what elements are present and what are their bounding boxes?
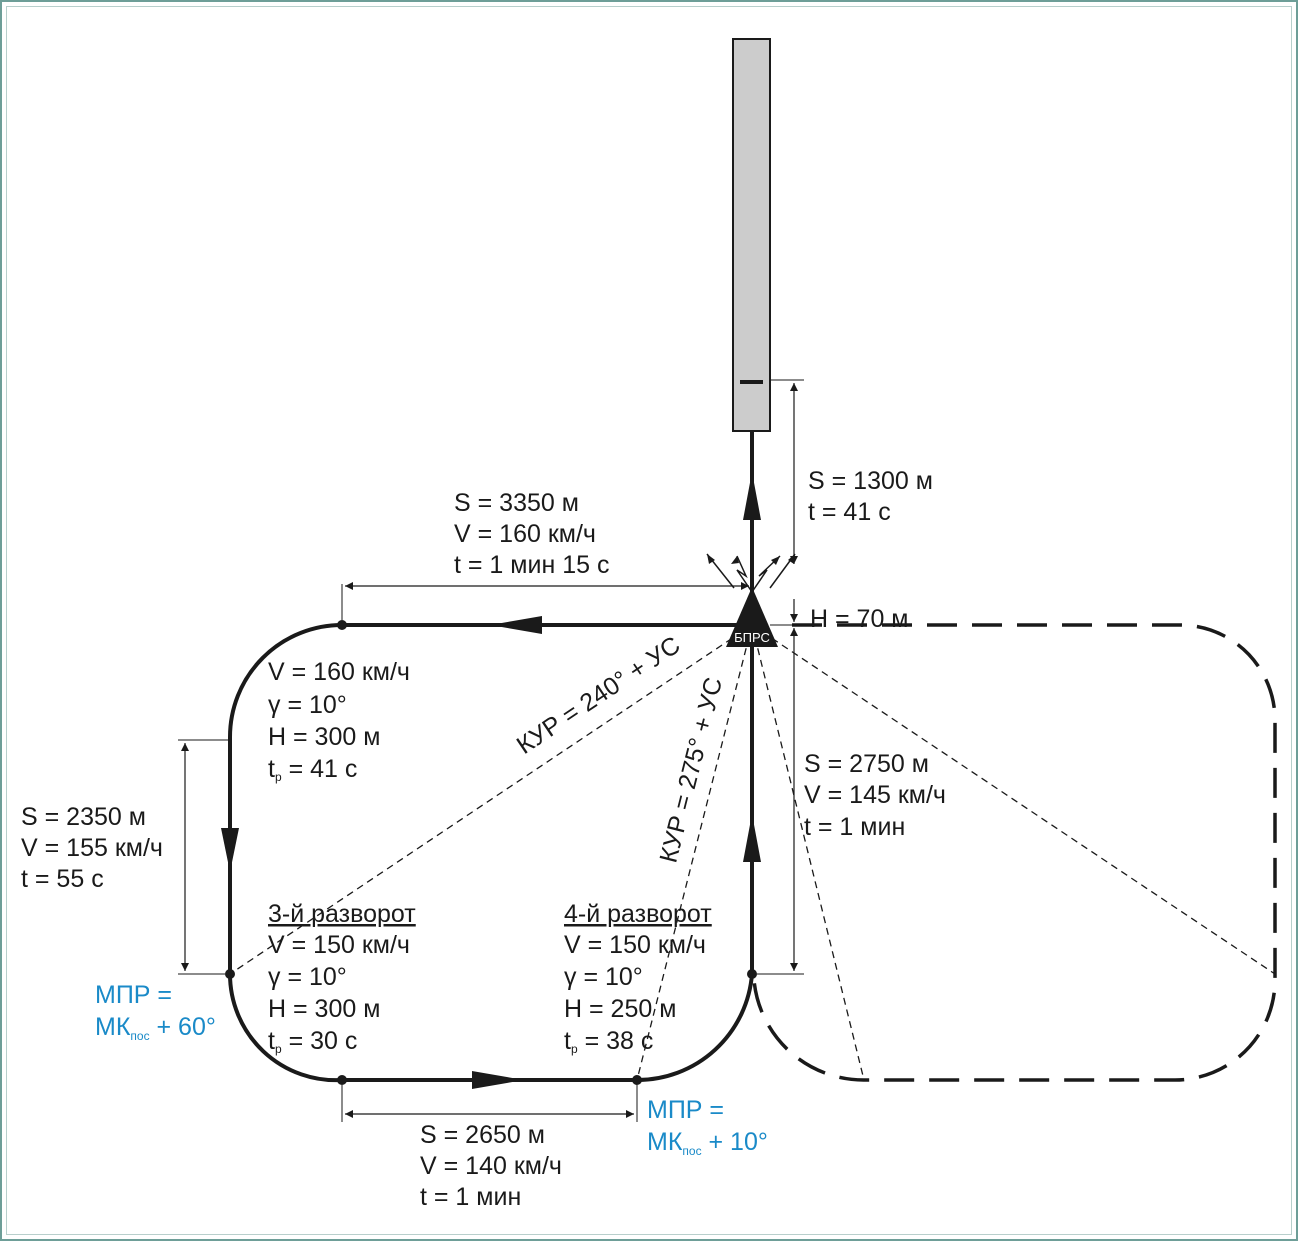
bearing-line-turn3 [229, 624, 753, 975]
bearing-line-right-upper [751, 624, 1276, 975]
turn2-bank-label: γ = 10° [268, 691, 347, 719]
final-distance-label: S = 2750 м [804, 750, 929, 778]
base-speed-label: V = 140 км/ч [420, 1152, 562, 1180]
turn-point-2-end [337, 620, 347, 630]
turn4-time-label: tр = 38 с [564, 1027, 653, 1056]
base-time-label: t = 1 мин [420, 1183, 521, 1211]
left-leg-direction-arrow [221, 828, 239, 872]
turn3-height-label: H = 300 м [268, 995, 380, 1023]
turn2-time-label: tр = 41 с [268, 755, 357, 784]
turn3-title: 3-й разворот [268, 900, 416, 928]
turn2-speed-label: V = 160 км/ч [268, 658, 410, 686]
bearing-line-right-lower [751, 624, 865, 1081]
bprs-triangle [726, 587, 778, 647]
turn3-bank-label: γ = 10° [268, 963, 347, 991]
left-pattern-track [227, 623, 754, 1083]
downwind-time-label: t = 1 мин 15 с [454, 551, 609, 579]
runway-distance-label: S = 1300 м [808, 467, 933, 495]
takeoff-direction-arrow [743, 472, 761, 520]
kur-275-label: КУР = 275° + УС [654, 674, 728, 865]
mpr-turn3-line1: МПР = [95, 981, 172, 1009]
downwind-distance-label: S = 3350 м [454, 489, 579, 517]
downwind-direction-arrow [490, 616, 542, 634]
turn-point-3 [225, 969, 235, 979]
turn2-height-label: H = 300 м [268, 723, 380, 751]
turn3-time-label: tр = 30 с [268, 1027, 357, 1056]
mpr-turn4-line2: МКпос + 10° [647, 1128, 768, 1158]
runway-time-label: t = 41 с [808, 498, 891, 526]
final-time-label: t = 1 мин [804, 813, 905, 841]
final-speed-label: V = 145 км/ч [804, 781, 946, 809]
height-70-label: H = 70 м [810, 605, 909, 633]
turn-point-4 [632, 1075, 642, 1085]
bprs-label: БПРС [734, 630, 770, 645]
leftleg-speed-label: V = 155 км/ч [21, 834, 163, 862]
runway [732, 38, 771, 432]
kur-240-label: КУР = 240° + УС [512, 631, 685, 760]
base-distance-label: S = 2650 м [420, 1121, 545, 1149]
bearing-line-turn4 [636, 624, 753, 1081]
turn4-speed-label: V = 150 км/ч [564, 931, 706, 959]
mpr-turn4-line1: МПР = [647, 1096, 724, 1124]
right-pattern-dashed [752, 623, 1277, 1082]
base-direction-arrow [472, 1071, 524, 1089]
leftleg-time-label: t = 55 с [21, 865, 104, 893]
turn-point-4-end [747, 969, 757, 979]
turn4-height-label: H = 250 м [564, 995, 676, 1023]
final-direction-arrow [743, 814, 761, 862]
turn4-title: 4-й разворот [564, 900, 712, 928]
leftleg-distance-label: S = 2350 м [21, 803, 146, 831]
bprs-beacon: БПРС [706, 553, 796, 647]
downwind-speed-label: V = 160 км/ч [454, 520, 596, 548]
turn3-speed-label: V = 150 км/ч [268, 931, 410, 959]
turn4-bank-label: γ = 10° [564, 963, 643, 991]
mpr-turn3-line2: МКпос + 60° [95, 1013, 216, 1043]
turn-point-3-end [337, 1075, 347, 1085]
